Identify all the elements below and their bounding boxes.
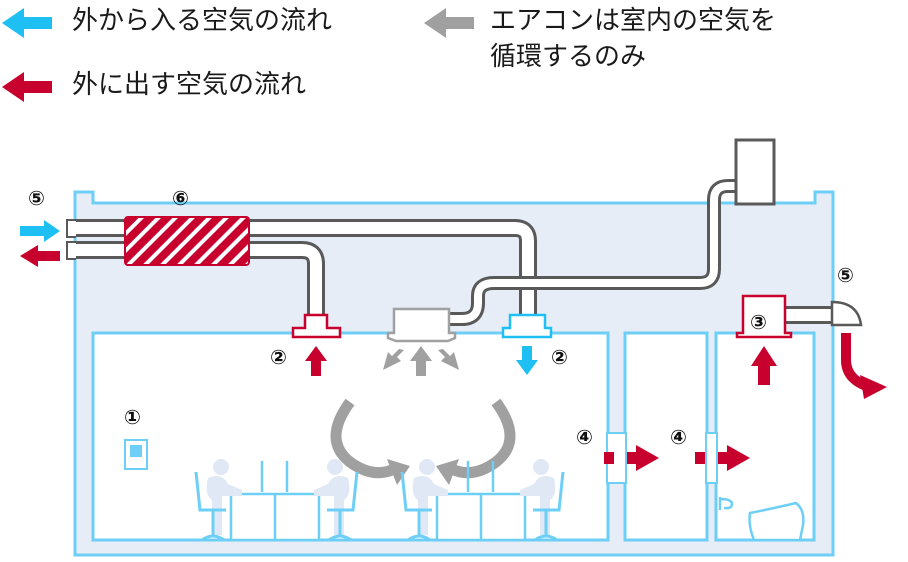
worker-1 (206, 459, 242, 535)
ducts (68, 179, 832, 326)
legend-outflow-arrow-icon (2, 72, 52, 102)
worker-1-head (213, 459, 229, 475)
heat-exchanger (124, 216, 250, 266)
supply-duct-core (68, 222, 534, 318)
worker-4-head (533, 459, 549, 475)
wall-port-supply (66, 219, 76, 238)
legend-recirculation-label-line1: エアコンは室内の空気を (490, 6, 777, 36)
marker-door-gap-1: ④ (576, 425, 593, 449)
worker-3-body (412, 476, 448, 535)
legend-recirculation-label-line2: 循環するのみ (490, 42, 647, 72)
toilet-exhaust-up-arrow-icon (751, 346, 777, 385)
aircon-arrow-left-icon (383, 349, 404, 370)
recirculation-arrowhead-left-icon (387, 459, 410, 485)
recirculation-arc-left (330, 398, 395, 479)
inflow-arrow-icon (20, 220, 60, 242)
worker-1-body (206, 476, 242, 535)
marker-vent-right: ② (551, 345, 568, 369)
toilet-bowl (748, 501, 805, 542)
toilet-exhaust-fan (735, 294, 793, 339)
chair-4-icon (533, 471, 565, 542)
legend-outflow-label: 外に出す空気の流れ (72, 70, 307, 100)
outdoor-unit (734, 138, 776, 206)
wall-port-exhaust (66, 241, 76, 260)
marker-heat-exchanger: ⑥ (172, 186, 189, 210)
aircon-airflow-arrows (383, 346, 459, 376)
marker-vent-left: ② (270, 345, 287, 369)
chair-1-icon (194, 471, 226, 542)
outflow-arrow-shape (2, 72, 52, 102)
marker-thermostat: ① (124, 405, 141, 429)
door-arrow-2 (695, 445, 750, 471)
chairs (194, 471, 565, 542)
toilet-paper-holder-icon (718, 497, 734, 510)
recirculation-arrows (330, 398, 516, 479)
marker-wall-port-left: ⑤ (28, 186, 45, 210)
thermostat-display (130, 445, 142, 457)
aircon-arrow-right-icon (438, 349, 459, 370)
legend-inflow-arrow-icon (2, 8, 52, 38)
marker-door-gap-2: ④ (670, 425, 687, 449)
recirculation-arc-right (451, 398, 516, 479)
exhaust-duct-core (68, 244, 322, 318)
door-arrow-1-tail (604, 452, 614, 464)
recirculation-arrow-shape (424, 8, 474, 38)
supply-down-arrow-icon (516, 346, 538, 375)
door-gap-2 (705, 432, 718, 484)
inflow-arrow-shape (2, 8, 52, 38)
toilet-icon (718, 497, 805, 542)
outflow-arrow-icon (20, 245, 60, 267)
door-arrow-1 (604, 445, 659, 471)
desk-group-right (435, 461, 527, 542)
door-arrow-2-tail (695, 452, 705, 464)
door-arrow-2-head-icon (718, 445, 750, 471)
wall-port-right-hood (830, 300, 863, 327)
aircon-arrow-up-icon (410, 346, 432, 376)
worker-3-head (419, 459, 435, 475)
door-arrow-1-head-icon (627, 445, 659, 471)
outside-exhaust-arrowhead-icon (860, 375, 887, 399)
aircon-unit (386, 307, 457, 343)
worker-2-head (327, 459, 343, 475)
aircon-pipe-core (448, 182, 740, 323)
chair-2-icon (327, 471, 359, 542)
legend-inflow-label: 外から入る空気の流れ (72, 6, 333, 36)
desk-group-left (229, 461, 321, 542)
corridor-room (623, 331, 709, 542)
recirculation-arrowhead-right-icon (436, 459, 459, 485)
marker-wall-port-right: ⑤ (837, 263, 854, 287)
supply-vent (501, 313, 553, 339)
chair-3-icon (400, 471, 432, 542)
exhaust-vent (291, 313, 342, 339)
worker-3 (412, 459, 448, 535)
marker-toilet-exhaust: ③ (750, 310, 767, 334)
legend-recirculation-arrow-icon (424, 8, 474, 38)
exhaust-up-arrow-icon (305, 346, 327, 376)
